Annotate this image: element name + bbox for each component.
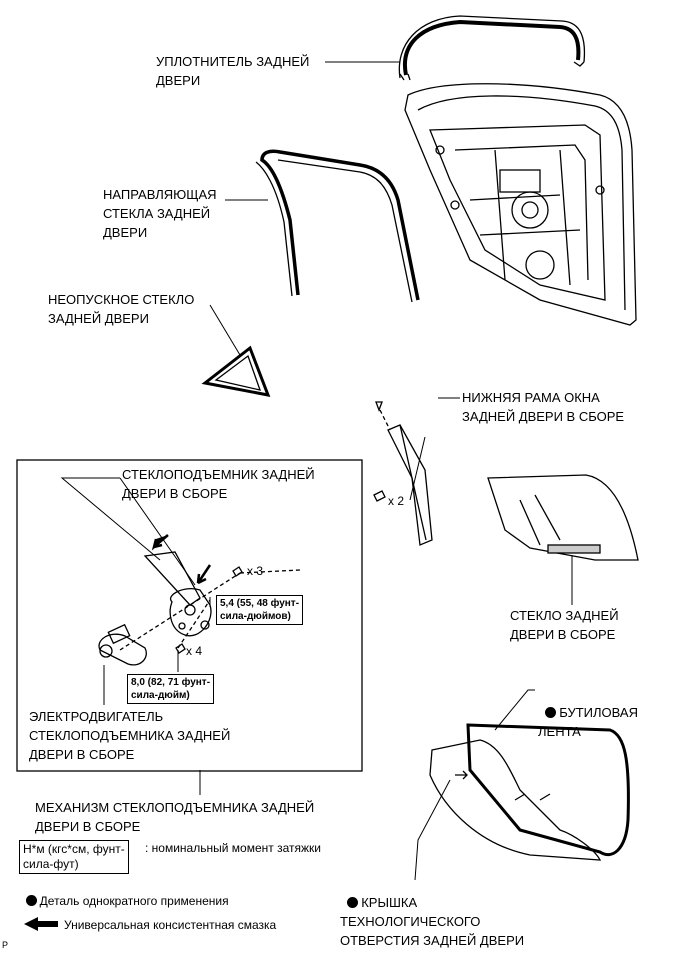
weatherstrip-part xyxy=(398,15,586,81)
label-regulator-mechanism: МЕХАНИЗМ СТЕКЛОПОДЪЕМНИКА ЗАДНЕЙ ДВЕРИ В… xyxy=(35,800,315,834)
non-reusable-dot-icon xyxy=(545,707,557,718)
leader-lines xyxy=(60,61,573,881)
torque-motor-screw: 8,0 (82, 71 фунт- сила-дюйм) xyxy=(127,674,215,704)
torque-regulator-bolt: 5,4 (55, 48 фунт- сила-дюймов) xyxy=(216,595,304,625)
figure-code: P xyxy=(2,940,9,950)
label-rear-door-weatherstrip: УПЛОТНИТЕЛЬ ЗАДНЕЙ ДВЕРИ xyxy=(156,54,310,88)
label-service-hole-cover: КРЫШКА ТЕХНОЛОГИЧЕСКОГО ОТВЕРСТИЯ ЗАДНЕЙ… xyxy=(340,874,524,950)
lower-window-frame-part xyxy=(373,401,433,546)
label-butyl-tape: БУТИЛОВАЯ ЛЕНТА xyxy=(538,684,638,741)
qty-frame-screw: x 2 xyxy=(388,494,405,508)
label-rear-door-quarter-glass: НЕОПУСКНОЕ СТЕКЛО ЗАДНЕЙ ДВЕРИ xyxy=(48,292,195,326)
legend-torque-box: Н*м (кгс*см, фунт- сила-фут) xyxy=(19,840,129,874)
rear-door-panel xyxy=(404,83,637,326)
regulator-box xyxy=(16,459,363,772)
label-rear-door-glass-run: НАПРАВЛЯЮЩАЯ СТЕКЛА ЗАДНЕЙ ДВЕРИ xyxy=(103,187,217,240)
legend-grease-arrow xyxy=(24,917,58,931)
regulator-motor-part xyxy=(98,623,147,666)
quarter-glass-part xyxy=(201,345,271,397)
label-rear-door-glass: СТЕКЛО ЗАДНЕЙ ДВЕРИ В СБОРЕ xyxy=(510,608,619,642)
label-rear-door-regulator: СТЕКЛОПОДЪЕМНИК ЗАДНЕЙ ДВЕРИ В СБОРЕ xyxy=(122,467,315,501)
label-rear-door-lower-frame: НИЖНЯЯ РАМА ОКНА ЗАДНЕЙ ДВЕРИ В СБОРЕ xyxy=(462,390,625,424)
non-reusable-dot-icon xyxy=(347,897,359,908)
glass-run-part xyxy=(255,149,420,303)
legend-grease-text: Универсальная консистентная смазка xyxy=(64,918,277,932)
non-reusable-dot-icon xyxy=(25,895,37,906)
qty-motor-screw: x 4 xyxy=(186,644,203,658)
regulator-bolt-part xyxy=(232,566,243,577)
legend-non-reusable-text: Деталь однократного применения xyxy=(39,894,229,908)
regulator-assembly-part xyxy=(143,551,212,637)
assembly-lines xyxy=(119,409,391,651)
label-butyl-tape-text: БУТИЛОВАЯ ЛЕНТА xyxy=(538,705,638,739)
qty-regulator-bolt: x 3 xyxy=(247,564,264,578)
grease-arrow-2 xyxy=(196,564,212,585)
label-service-hole-cover-text: КРЫШКА ТЕХНОЛОГИЧЕСКОГО ОТВЕРСТИЯ ЗАДНЕЙ… xyxy=(340,895,525,948)
legend-non-reusable: Деталь однократного применения xyxy=(19,879,229,909)
label-regulator-motor: ЭЛЕКТРОДВИГАТЕЛЬ СТЕКЛОПОДЪЕМНИКА ЗАДНЕЙ… xyxy=(29,709,231,762)
legend-torque-text: : номинальный момент затяжки xyxy=(145,841,321,855)
service-hole-cover-part xyxy=(429,723,630,861)
rear-door-glass-part xyxy=(487,474,639,561)
